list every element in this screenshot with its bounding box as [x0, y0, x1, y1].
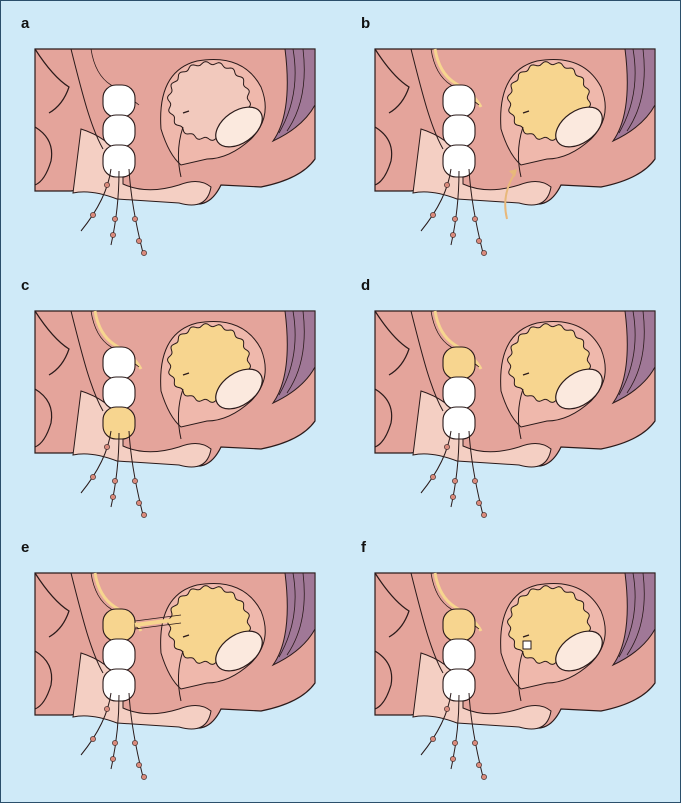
cyst-lobe-2: [443, 639, 475, 671]
suture-bead: [104, 444, 109, 449]
anatomy-illustration-d: [351, 271, 671, 533]
suture-bead: [136, 500, 141, 505]
cyst-lobe-2: [103, 639, 135, 671]
cyst-lobe-1: [443, 85, 475, 117]
cyst-lobe-2: [443, 115, 475, 147]
anatomy-illustration-b: [351, 9, 671, 271]
suture-bead: [110, 756, 115, 761]
suture-bead: [450, 494, 455, 499]
panel-c: c: [11, 271, 331, 533]
suture-bead: [472, 478, 477, 483]
suture-bead: [90, 212, 95, 217]
cyst-lobe-1: [443, 609, 475, 641]
panel-d: d: [351, 271, 671, 533]
suture-bead: [472, 740, 477, 745]
suture-bead: [112, 740, 117, 745]
suture-bead: [132, 740, 137, 745]
cyst-lobe-2: [443, 377, 475, 409]
cyst-lobe-2: [103, 377, 135, 409]
suture-bead: [112, 478, 117, 483]
suture-bead: [476, 762, 481, 767]
panel-b: b: [351, 9, 671, 271]
suture-bead: [444, 706, 449, 711]
panel-a: a: [11, 9, 331, 271]
suture-bead: [136, 762, 141, 767]
suture-bead: [104, 182, 109, 187]
anatomy-illustration-c: [11, 271, 331, 533]
anatomy-illustration-a: [11, 9, 331, 271]
suture-bead: [90, 736, 95, 741]
anatomy-illustration-e: [11, 533, 331, 795]
suture-bead: [132, 478, 137, 483]
cyst-lobe-1: [443, 347, 475, 379]
suture-bead: [450, 756, 455, 761]
panel-f: f: [351, 533, 671, 795]
suture-bead: [452, 740, 457, 745]
suture-bead: [141, 774, 146, 779]
suture-bead: [136, 238, 141, 243]
suture-bead: [90, 474, 95, 479]
suture-bead: [481, 250, 486, 255]
surgical-clip: [523, 641, 531, 649]
suture-bead: [452, 216, 457, 221]
cyst-lobe-1: [103, 347, 135, 379]
suture-bead: [444, 182, 449, 187]
cyst-lobe-1: [103, 85, 135, 117]
cyst-lobe-2: [103, 115, 135, 147]
suture-bead: [452, 478, 457, 483]
suture-bead: [430, 736, 435, 741]
cyst-lobe-1: [103, 609, 135, 641]
suture-bead: [444, 444, 449, 449]
suture-bead: [450, 232, 455, 237]
suture-bead: [476, 238, 481, 243]
panel-e: e: [11, 533, 331, 795]
suture-bead: [481, 774, 486, 779]
suture-bead: [104, 706, 109, 711]
suture-bead: [110, 494, 115, 499]
suture-bead: [430, 212, 435, 217]
suture-bead: [481, 512, 486, 517]
suture-bead: [112, 216, 117, 221]
suture-bead: [476, 500, 481, 505]
suture-bead: [141, 250, 146, 255]
suture-bead: [110, 232, 115, 237]
suture-bead: [472, 216, 477, 221]
anatomy-illustration-f: [351, 533, 671, 795]
suture-bead: [430, 474, 435, 479]
suture-bead: [132, 216, 137, 221]
suture-bead: [141, 512, 146, 517]
